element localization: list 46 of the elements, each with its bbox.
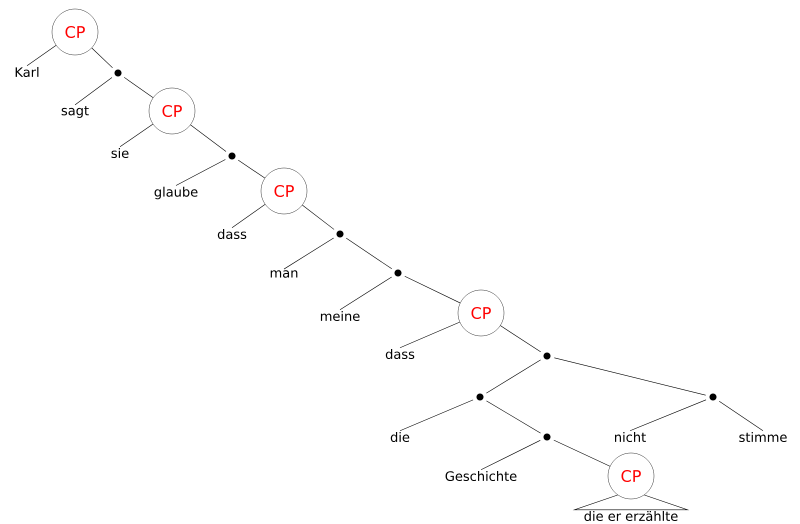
word-label: nicht bbox=[615, 432, 646, 442]
branch-dot bbox=[544, 434, 550, 440]
word-label: dass bbox=[218, 228, 246, 240]
branch-line bbox=[176, 159, 226, 186]
word-label: stimme bbox=[739, 432, 787, 442]
word-label: glaube bbox=[154, 186, 198, 200]
branch-dot bbox=[710, 394, 716, 400]
branch-dot bbox=[114, 70, 122, 76]
roof-triangle bbox=[572, 494, 690, 510]
branch-line bbox=[400, 400, 474, 432]
branch-dot bbox=[476, 394, 484, 400]
branch-line bbox=[124, 77, 154, 98]
branch-line bbox=[120, 124, 154, 148]
word-label: die bbox=[390, 432, 410, 442]
branch-line bbox=[554, 358, 706, 396]
branch-line bbox=[340, 276, 392, 310]
word-label: die er erzählte bbox=[584, 510, 678, 522]
word-label: Geschichte bbox=[446, 470, 516, 482]
branch-line bbox=[238, 160, 266, 178]
word-label: sagt bbox=[62, 106, 89, 118]
branch-line bbox=[232, 204, 266, 228]
branch-dot bbox=[228, 152, 236, 160]
branch-dot bbox=[336, 230, 344, 238]
branch-line bbox=[554, 440, 610, 467]
word-label: man bbox=[270, 270, 298, 278]
branch-line bbox=[346, 238, 392, 270]
branch-line bbox=[92, 48, 113, 68]
branch-line bbox=[486, 360, 541, 394]
branch-line bbox=[190, 124, 226, 152]
word-label: meine bbox=[320, 310, 360, 322]
branch-line bbox=[26, 45, 56, 66]
branch-line bbox=[480, 440, 541, 470]
word-label: Karl bbox=[16, 66, 38, 78]
branch-line bbox=[284, 238, 334, 270]
branch-line bbox=[302, 204, 334, 230]
word-label: sie bbox=[112, 148, 129, 158]
branch-line bbox=[400, 322, 460, 348]
branch-line bbox=[404, 276, 460, 304]
word-label: dass bbox=[386, 348, 414, 360]
branch-line bbox=[500, 325, 542, 352]
branch-line bbox=[74, 77, 112, 106]
branch-dot bbox=[544, 352, 550, 360]
branch-line bbox=[718, 400, 764, 432]
branch-dot bbox=[394, 270, 402, 276]
branch-line bbox=[486, 400, 541, 434]
branch-line bbox=[630, 400, 706, 432]
